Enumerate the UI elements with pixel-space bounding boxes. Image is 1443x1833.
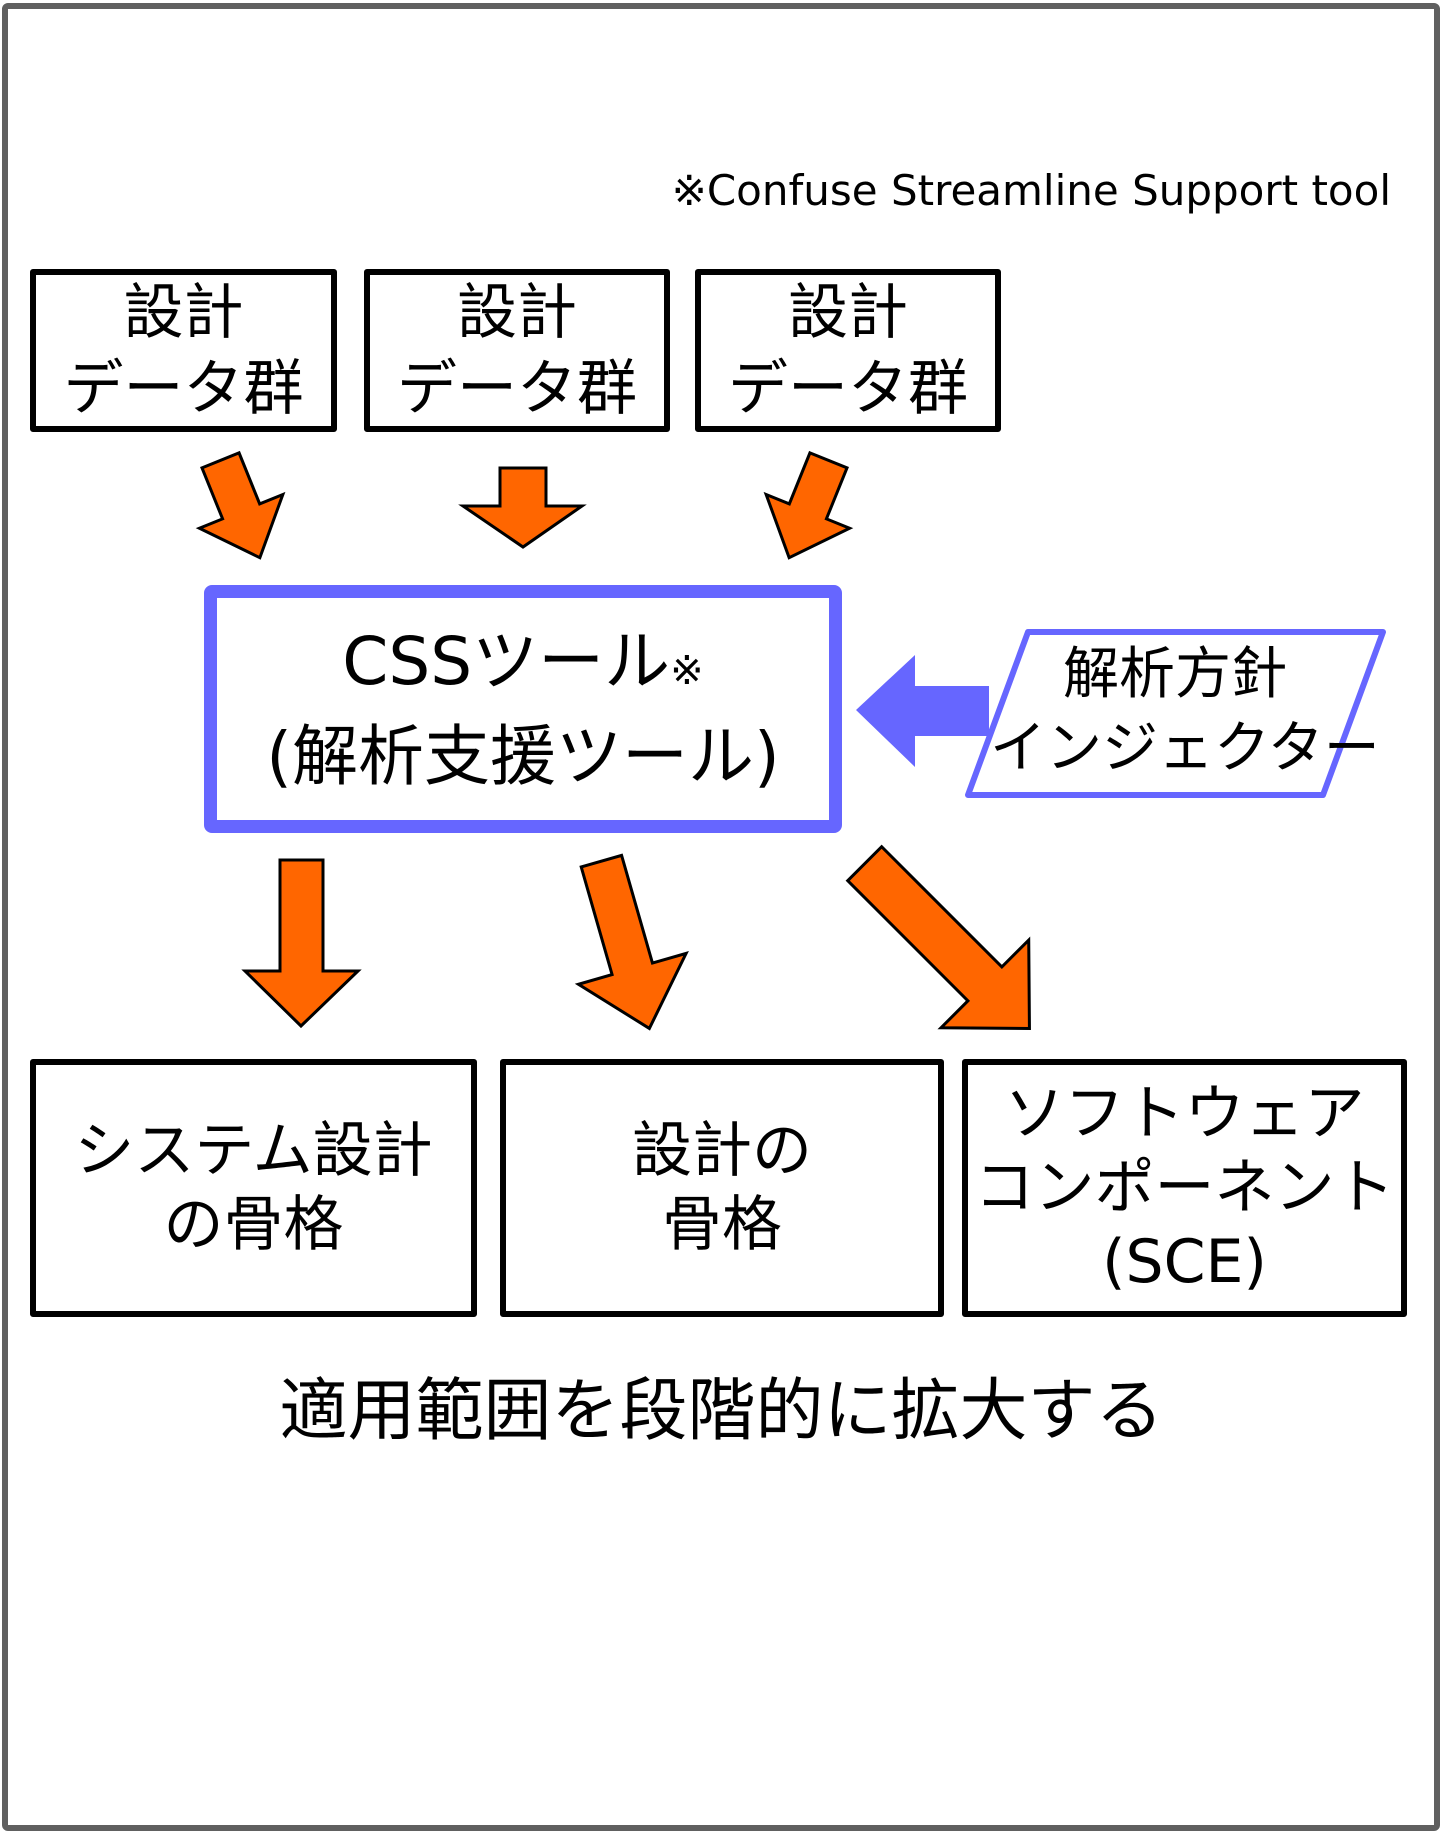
box-label-line2: データ群 [728, 353, 968, 424]
tool-title: CSSツール※ [342, 619, 703, 714]
arrow-in-3 [763, 450, 854, 560]
software-component-box: ソフトウェア コンポーネント (SCE) [962, 1059, 1407, 1317]
tool-name: CSSツール [342, 622, 671, 700]
diagram-frame [2, 3, 1440, 1831]
arrow-out-2 [574, 853, 689, 1031]
box-label-line3: (SCE) [1102, 1227, 1267, 1297]
tool-subtitle: (解析支援ツール) [266, 717, 780, 795]
box-label-line2: データ群 [63, 353, 304, 424]
box-label-line1: システム設計 [74, 1116, 433, 1186]
system-design-skeleton-box: システム設計 の骨格 [30, 1059, 477, 1317]
box-label-line2: の骨格 [163, 1190, 344, 1260]
conclusion-text: 適用範囲を段階的に拡大する [279, 1372, 1164, 1451]
box-label-line2: コンポーネント [974, 1153, 1395, 1223]
footnote-mark: ※ [670, 647, 704, 694]
box-label-line1: 設計の [632, 1116, 812, 1186]
box-label-line1: 設計 [123, 277, 244, 348]
box-label-line2: 骨格 [662, 1190, 782, 1260]
design-data-box-3: 設計 データ群 [695, 269, 1001, 432]
arrow-injector [856, 655, 989, 767]
css-tool-box: CSSツール※ (解析支援ツール) [204, 585, 842, 833]
box-label-line2: データ群 [397, 353, 637, 424]
arrow-out-3 [845, 844, 1031, 1030]
arrow-out-1 [241, 858, 362, 1029]
footnote: ※Confuse Streamline Support tool [671, 166, 1391, 215]
injector-label-line1: 解析方針 [1063, 642, 1287, 707]
box-label-line1: 設計 [788, 277, 908, 348]
arrow-in-1 [195, 450, 286, 560]
box-label-line1: 設計 [457, 277, 577, 348]
injector-shape [965, 629, 1386, 798]
design-data-box-2: 設計 データ群 [364, 269, 670, 432]
arrow-in-2 [458, 466, 587, 549]
design-skeleton-box: 設計の 骨格 [500, 1059, 944, 1317]
injector-label-line2: インジェクター [990, 716, 1380, 781]
injector-label: 解析方針 インジェクター [990, 638, 1380, 786]
box-label-line1: ソフトウェア [1004, 1079, 1365, 1149]
design-data-box-1: 設計 データ群 [30, 269, 337, 432]
